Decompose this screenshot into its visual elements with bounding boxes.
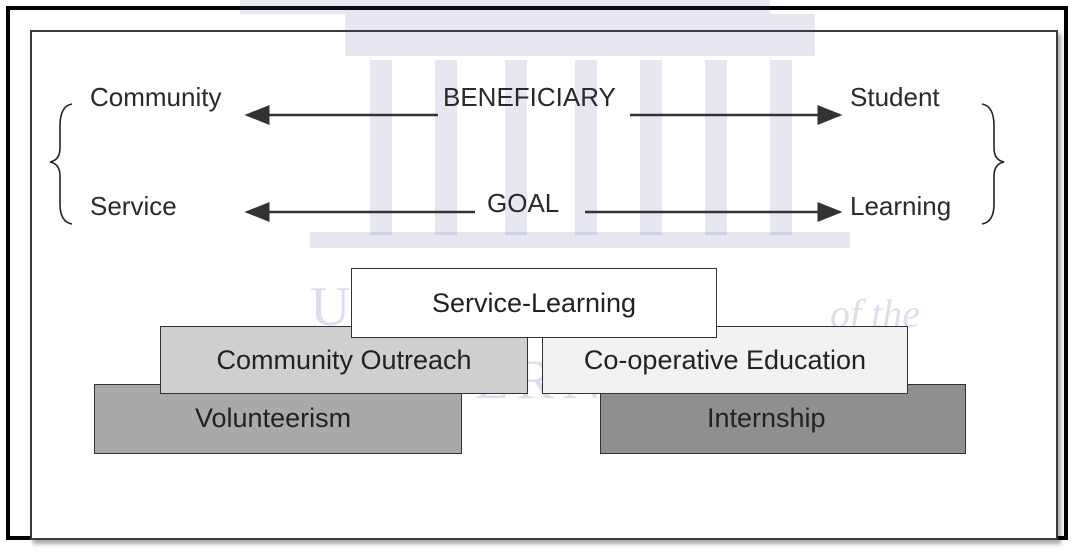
left-brace — [49, 103, 73, 225]
label-goal: GOAL — [487, 188, 560, 218]
block-service-learning-label: Service-Learning — [431, 287, 637, 318]
block-community-outreach-label: Community Outreach — [216, 344, 472, 375]
block-volunteerism-label: Volunteerism — [195, 403, 352, 433]
block-internship-label: Internship — [707, 403, 826, 433]
block-cooperative-education-label: Co-operative Education — [583, 344, 867, 375]
label-student: Student — [850, 82, 940, 112]
right-brace — [981, 103, 1005, 225]
label-community: Community — [90, 82, 222, 112]
block-internship: Internship — [600, 384, 966, 454]
label-beneficiary: BENEFICIARY — [443, 82, 616, 112]
block-service-learning: Service-Learning — [351, 268, 717, 338]
block-volunteerism: Volunteerism — [94, 384, 462, 454]
block-community-outreach: Community Outreach — [160, 326, 528, 394]
label-service: Service — [90, 191, 177, 221]
label-learning: Learning — [850, 191, 952, 221]
diagram-panel — [30, 30, 1058, 540]
